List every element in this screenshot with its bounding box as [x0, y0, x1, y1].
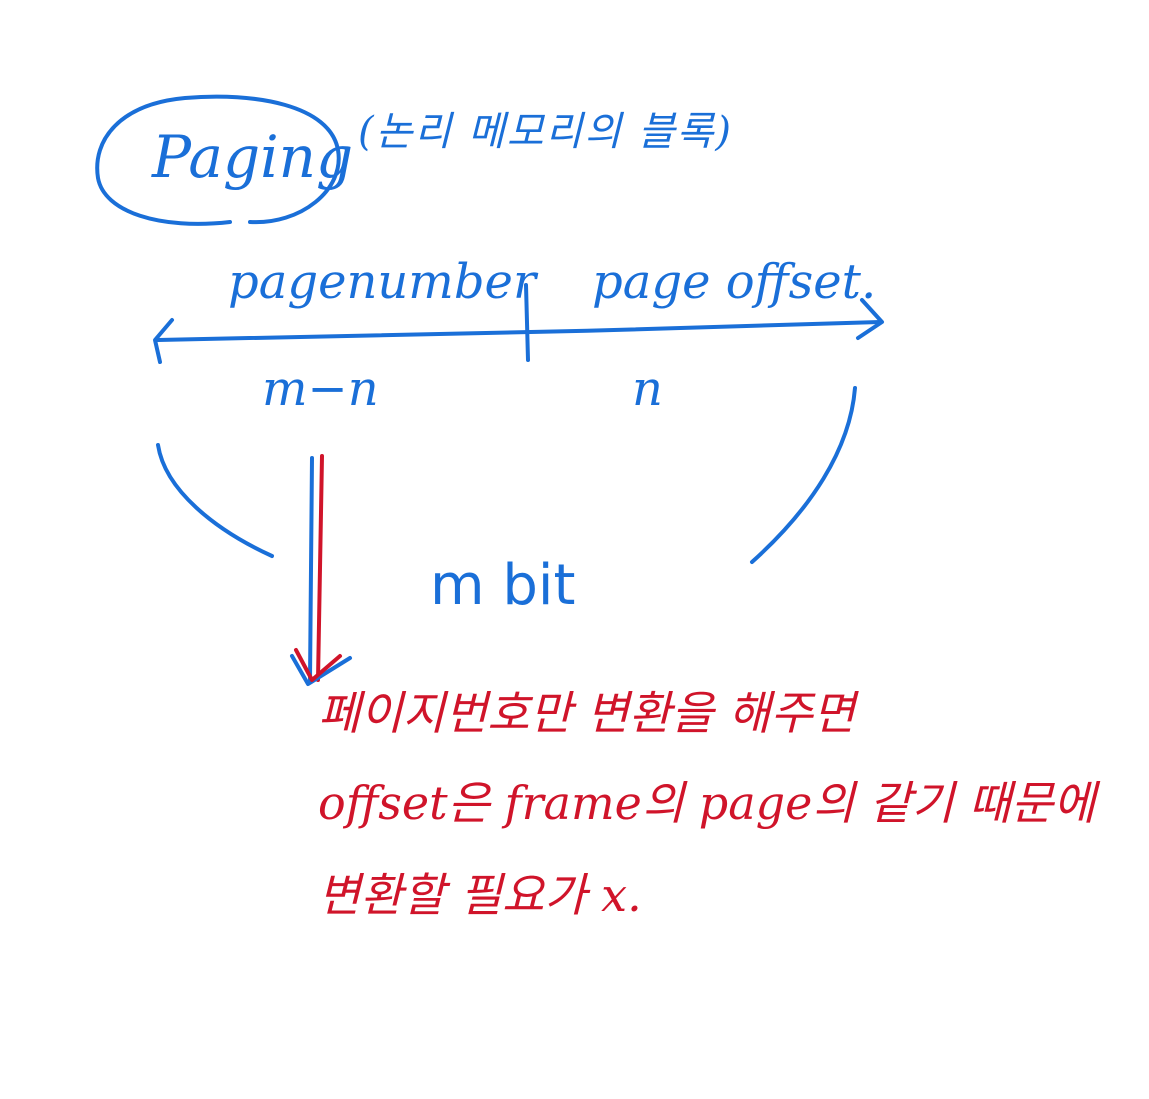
address-line — [156, 320, 882, 342]
right-arrowhead — [856, 298, 884, 340]
note-line: 변환할 필요가 x. — [318, 868, 642, 922]
field-divider — [524, 283, 530, 362]
down-arrow-blue — [308, 456, 314, 682]
total-bits-label: m bit — [430, 553, 576, 618]
offset-bits-label: n — [632, 361, 663, 417]
page-number-label: pagenumber — [228, 254, 536, 310]
page-number-bits-label: m−n — [262, 361, 379, 417]
brace-right-arc — [750, 386, 857, 564]
title-circle — [95, 94, 341, 226]
title-text: Paging — [152, 123, 354, 191]
page-offset-label: page offset. — [592, 254, 877, 310]
note-line: offset은 frame의 page의 같기 때문에 — [318, 776, 1096, 830]
brace-left-arc — [156, 443, 274, 558]
subtitle-text: (논리 메모리의 블록) — [358, 109, 734, 155]
down-arrow-red — [316, 454, 324, 682]
down-arrowhead-blue — [290, 654, 352, 686]
down-arrowhead-red — [294, 648, 342, 682]
left-arrowhead — [153, 318, 174, 364]
note-line: 페이지번호만 변환을 해주면 — [318, 686, 856, 740]
